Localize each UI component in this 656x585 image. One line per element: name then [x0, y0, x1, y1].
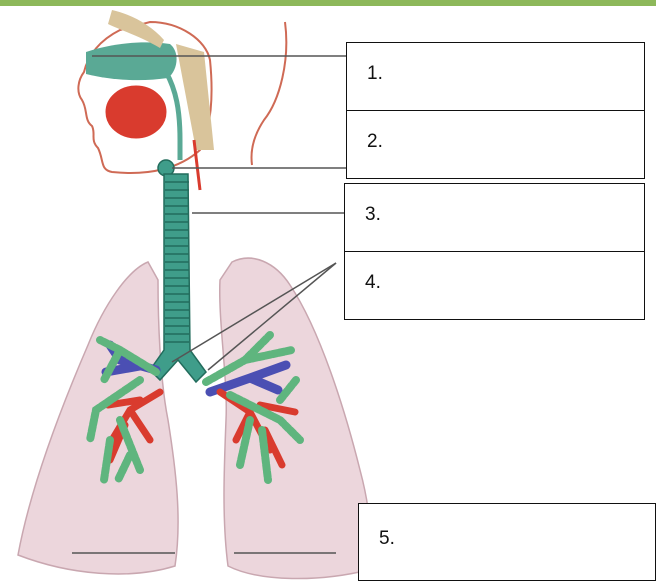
neck-line: [252, 22, 287, 165]
label-number-5: 5.: [379, 528, 395, 550]
label-number-1: 1.: [367, 63, 383, 85]
label-box-5[interactable]: 5.: [358, 503, 656, 581]
label-box-1[interactable]: 1.: [346, 42, 645, 111]
sinus-bone: [108, 10, 164, 48]
label-number-3: 3.: [365, 204, 381, 226]
trachea-rings: [165, 182, 189, 342]
label-box-3[interactable]: 3.: [344, 183, 645, 252]
tongue: [104, 84, 168, 140]
label-number-4: 4.: [365, 272, 381, 294]
label-number-2: 2.: [367, 131, 383, 153]
label-box-4[interactable]: 4.: [344, 251, 645, 320]
nasal-cavity: [86, 42, 177, 80]
label-box-2[interactable]: 2.: [346, 110, 645, 179]
